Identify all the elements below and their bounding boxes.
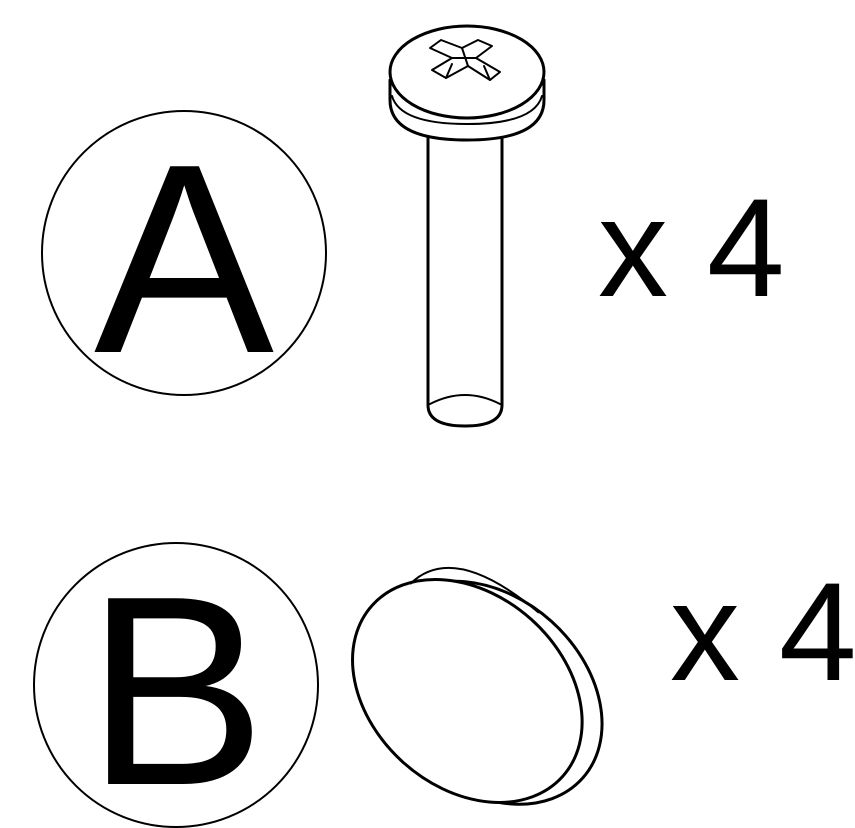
screw-shank — [426, 128, 504, 428]
cap-front-face — [351, 578, 584, 804]
screw-head-top — [388, 24, 546, 120]
cross-recess-depth — [445, 63, 491, 81]
part-label-badge-b: B — [33, 541, 319, 828]
part-row-a: A x 4 — [41, 24, 785, 428]
round-cover-cap-icon — [351, 566, 604, 806]
phillips-recess — [429, 39, 501, 81]
cap-edge-line — [409, 566, 540, 614]
part-label-badge-a: A — [41, 109, 327, 410]
part-row-b: B x 4 — [33, 541, 855, 828]
part-label-b: B — [86, 541, 266, 828]
cross-recess-inner — [451, 47, 477, 67]
part-quantity-a: x 4 — [598, 169, 785, 326]
screw-head-band — [391, 95, 543, 125]
screw-tip-edge — [429, 394, 501, 405]
label-circle-a — [41, 110, 327, 396]
part-quantity-b: x 4 — [670, 553, 855, 710]
part-label-a: A — [94, 109, 275, 410]
label-circle-b — [33, 542, 319, 828]
pan-head-phillips-screw-icon — [388, 24, 546, 428]
